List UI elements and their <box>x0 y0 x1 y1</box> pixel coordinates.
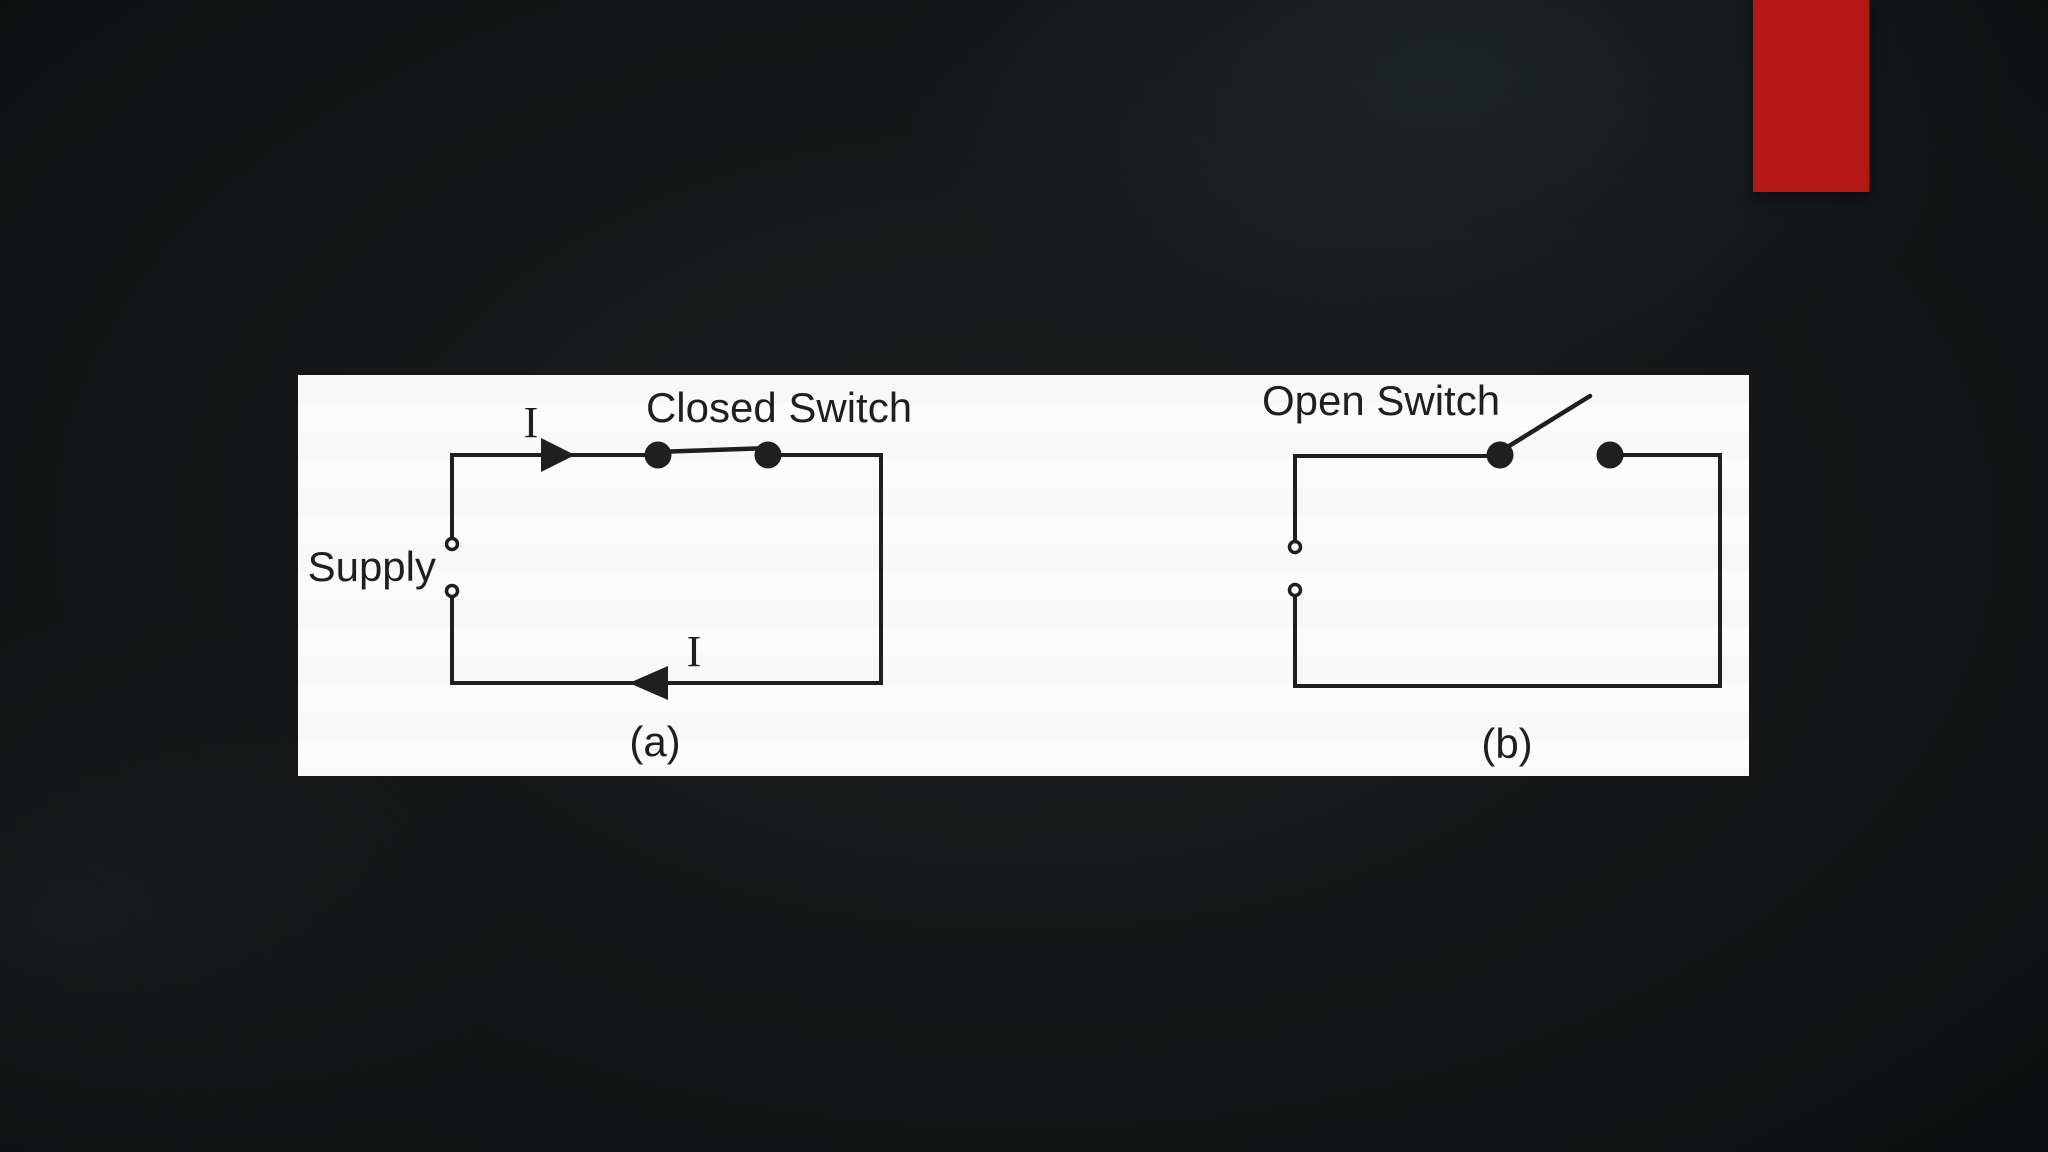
closed-switch-blade <box>653 445 773 455</box>
closed-switch-label: Closed Switch <box>646 384 912 431</box>
open-switch-contact-left-dot <box>1486 441 1514 469</box>
supply-terminal-top <box>444 536 460 552</box>
circuit-diagram-svg: Closed Switch Supply I I (a) O <box>308 377 1722 767</box>
circuit-b-wire-loop <box>1293 453 1722 688</box>
circuit-a: Closed Switch Supply I I (a) <box>308 384 912 765</box>
supply-terminal-top-b <box>1287 539 1303 555</box>
circuit-figure-panel: Closed Switch Supply I I (a) O <box>298 375 1749 776</box>
open-switch-label: Open Switch <box>1262 377 1500 424</box>
open-switch-contact-right-dot <box>1596 441 1624 469</box>
current-arrow-left-icon <box>629 666 668 700</box>
supply-label: Supply <box>308 543 436 590</box>
caption-b: (b) <box>1481 720 1532 767</box>
circuit-b: Open Switch (b) <box>1262 377 1722 767</box>
current-label-bottom: I <box>687 627 702 676</box>
circuit-a-wire-top-left <box>450 453 658 537</box>
open-switch-blade <box>1498 393 1593 454</box>
closed-switch-contact-left-dot <box>644 441 672 469</box>
caption-a: (a) <box>629 718 680 765</box>
current-arrow-right-icon <box>541 438 575 472</box>
closed-switch-contact-right-dot <box>754 441 782 469</box>
circuit-b-wire-top-left <box>1293 454 1500 540</box>
accent-bar <box>1753 0 1869 192</box>
current-label-top: I <box>524 398 539 447</box>
supply-terminal-bottom-b <box>1287 582 1303 598</box>
supply-terminal-bottom <box>444 583 460 599</box>
circuit-a-wire-loop <box>450 453 883 685</box>
